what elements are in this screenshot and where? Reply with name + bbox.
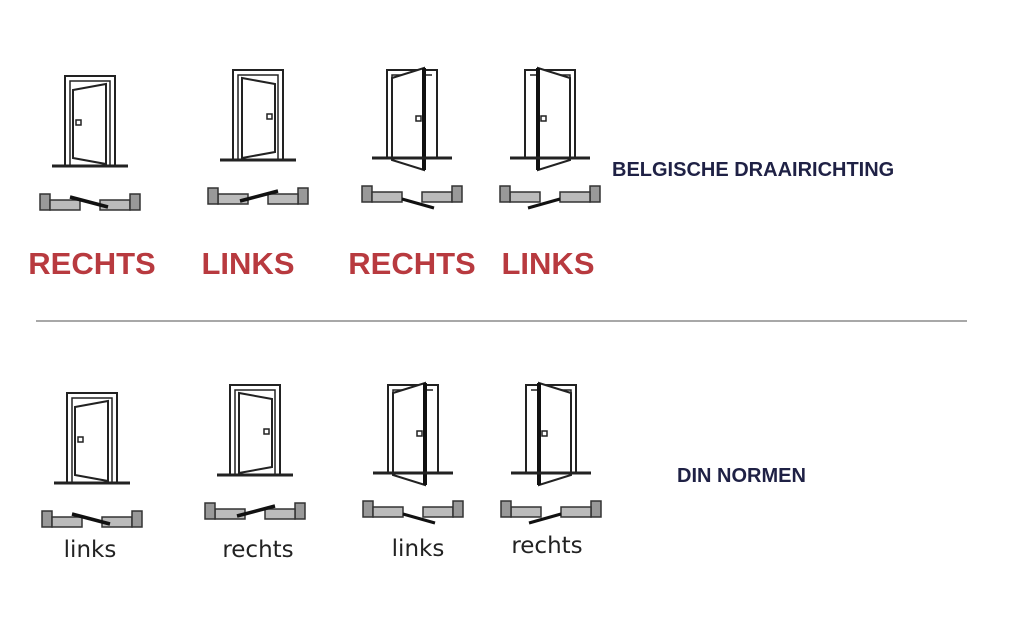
belgian-door-4	[500, 68, 600, 208]
section-divider	[36, 320, 967, 322]
din-door-1	[42, 393, 142, 527]
belgian-label-1: RECHTS	[28, 246, 156, 281]
belgian-door-2	[208, 70, 308, 204]
belgian-title: BELGISCHE DRAAIRICHTING	[612, 159, 895, 181]
din-label-1: links	[63, 537, 117, 563]
din-door-2	[205, 385, 305, 519]
din-door-3	[363, 383, 463, 523]
belgian-label-4: LINKS	[501, 246, 595, 281]
belgian-label-2: LINKS	[201, 246, 295, 281]
belgian-door-1	[40, 76, 140, 210]
din-label-2: rechts	[222, 537, 294, 563]
din-label-4: rechts	[511, 533, 583, 559]
din-title: DIN NORMEN	[677, 465, 806, 487]
belgian-label-3: RECHTS	[348, 246, 476, 281]
din-label-3: links	[391, 536, 445, 562]
din-door-4	[501, 383, 601, 523]
belgian-door-3	[362, 68, 462, 208]
